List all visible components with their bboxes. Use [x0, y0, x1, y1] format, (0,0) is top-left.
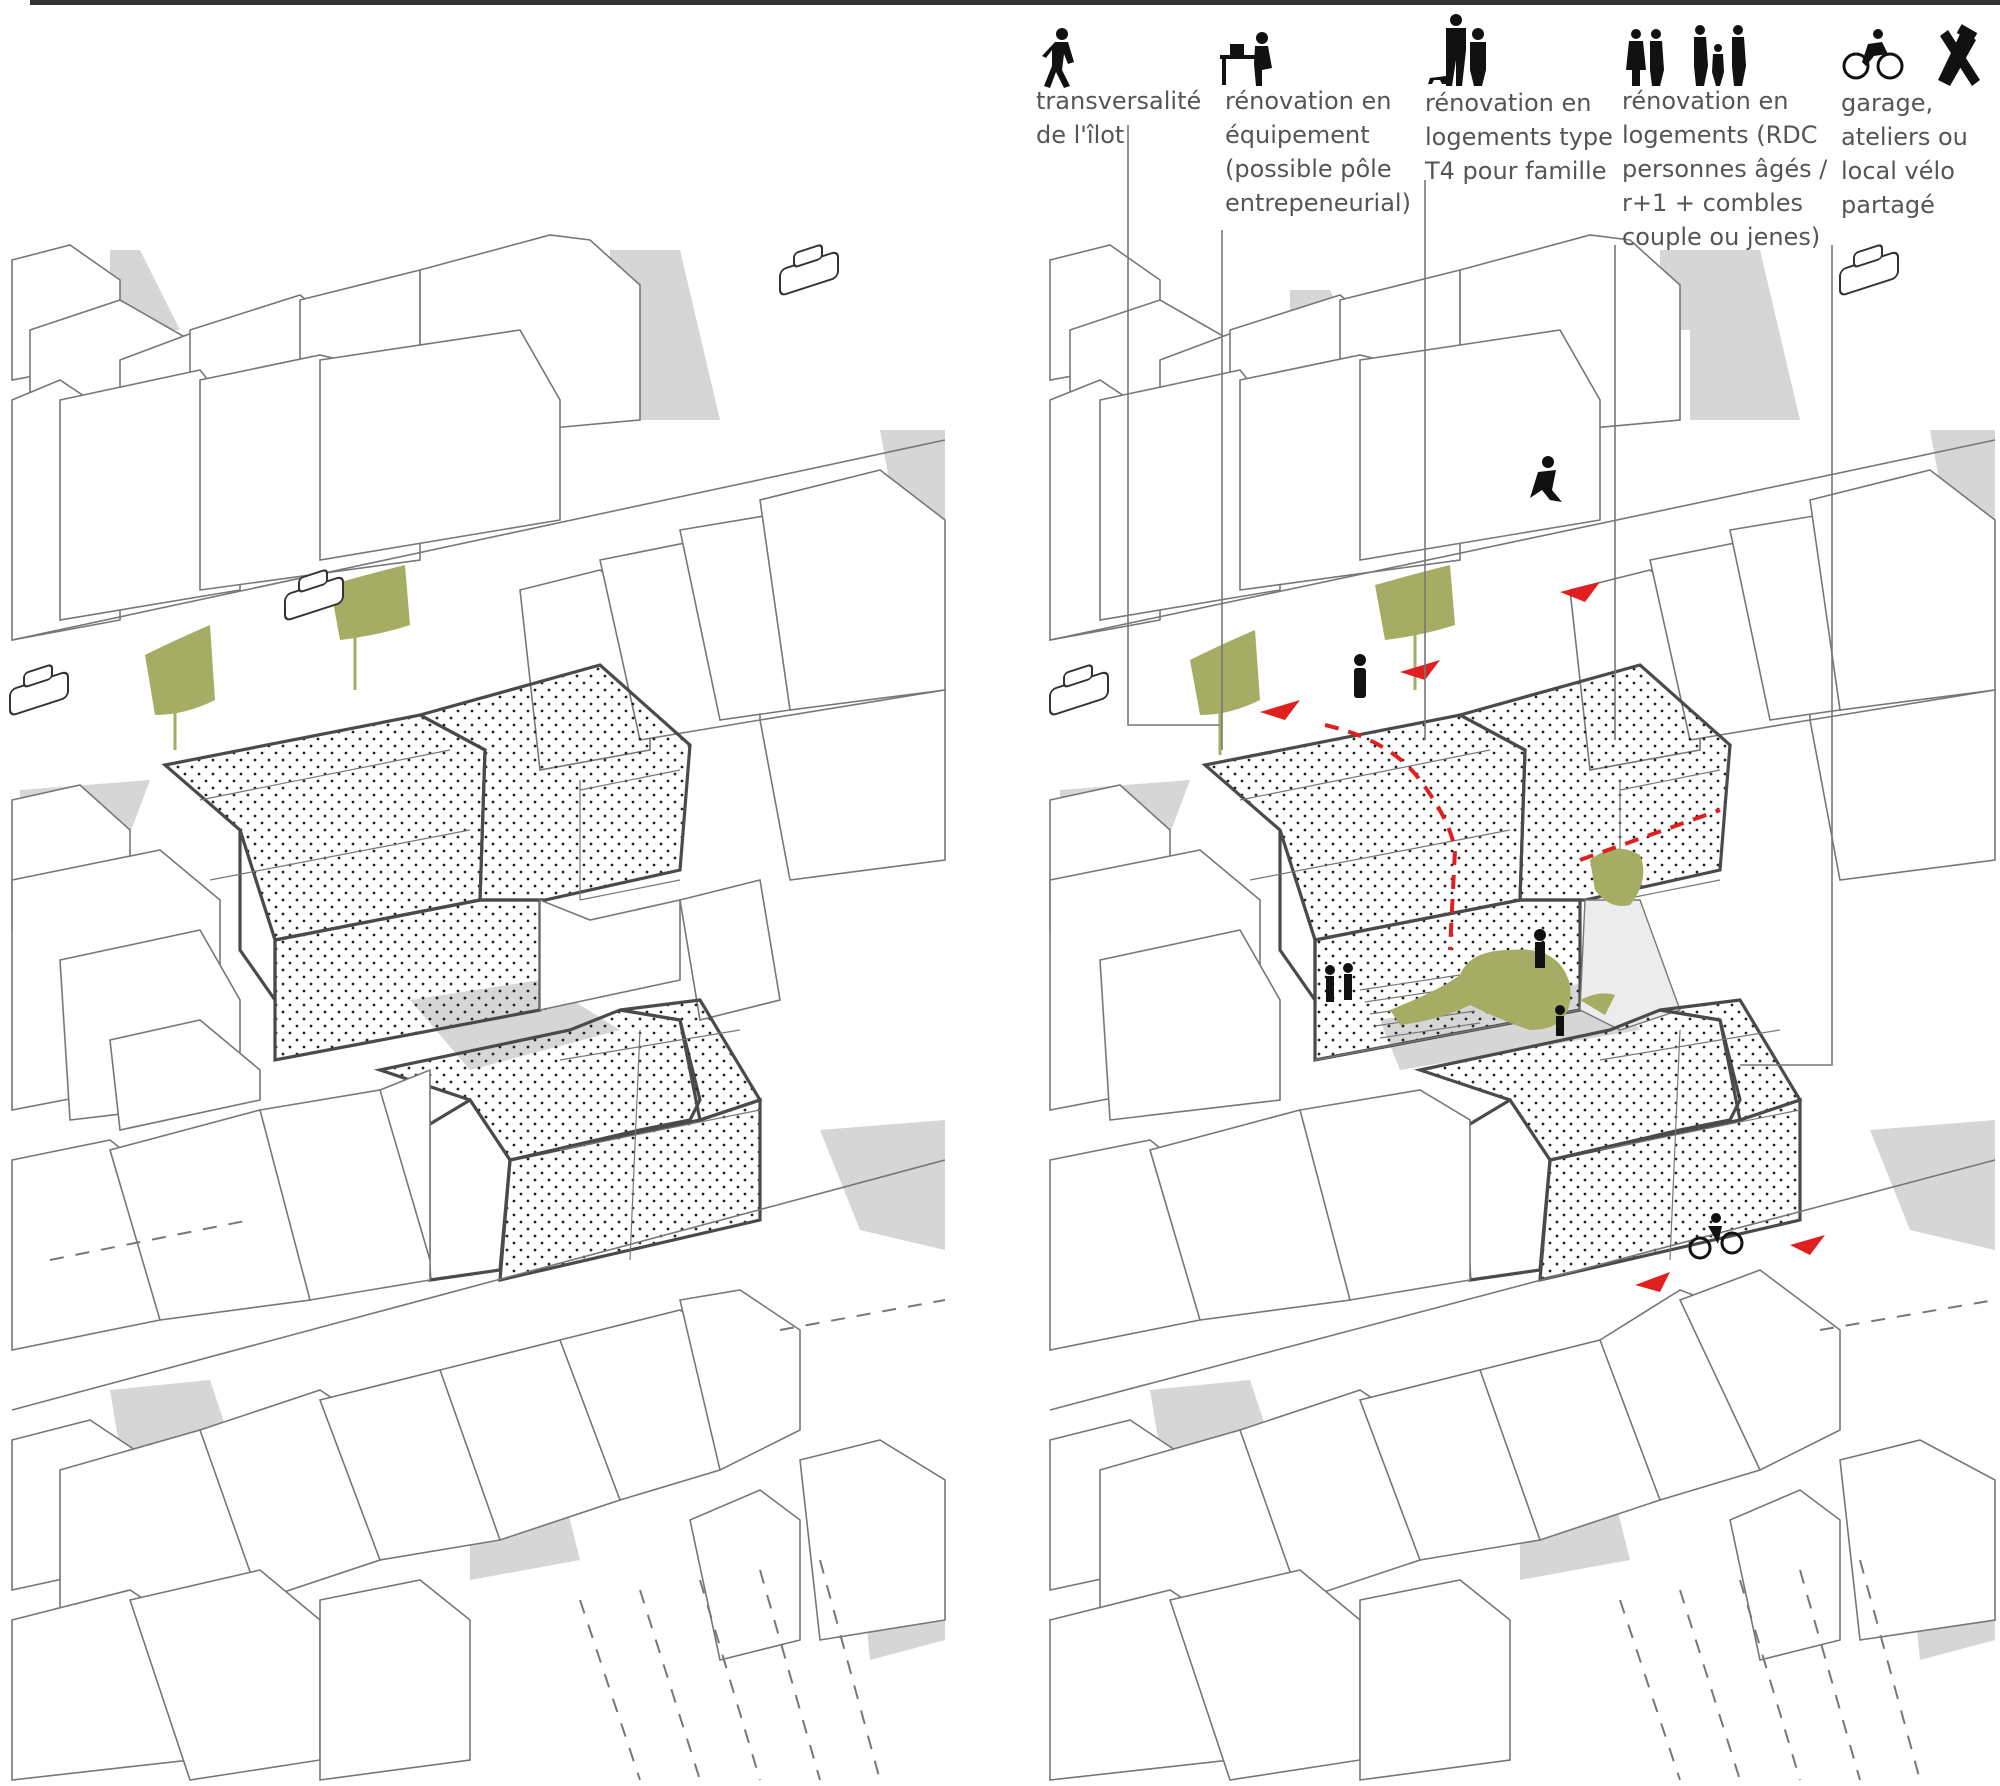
label-renovation-rdc: rénovation en logements (RDC personnes â… [1622, 87, 1828, 251]
entry-arrow [1635, 1272, 1670, 1292]
runner-icon [1530, 456, 1562, 502]
entry-arrow [1560, 582, 1600, 602]
people-group-icon [1325, 963, 1353, 1002]
panel-proposed [1042, 14, 1996, 1781]
leader-line [1127, 125, 1220, 726]
tree-icon [1190, 630, 1260, 715]
tree-icon [1375, 565, 1455, 640]
entry-arrow [1400, 660, 1440, 680]
label-transversalite: transversalité de l'îlot [1036, 87, 1202, 149]
car-icon [779, 243, 839, 297]
crossing-route [1324, 723, 1721, 951]
cyclist-icon [1688, 1213, 1744, 1260]
top-rule [30, 0, 2000, 5]
desk-worker-icon [1220, 32, 1272, 86]
elderly-person-icon [1354, 654, 1366, 698]
courtyard-garden [1390, 949, 1571, 1030]
car-icon [1839, 243, 1899, 297]
family-with-dog-icon [1534, 929, 1565, 1036]
courtyard-tree [1590, 848, 1644, 906]
label-renovation-equipement: rénovation en équipement (possible pôle … [1225, 87, 1411, 217]
pedestrian-icon [1042, 28, 1074, 88]
tree-icon [330, 565, 410, 690]
family-icon [1428, 14, 1486, 86]
leader-line [1740, 245, 1833, 1066]
tree-icon [145, 625, 215, 750]
car-icon [1049, 663, 1109, 717]
elderly-couple-icon [1626, 25, 1746, 86]
car-icon [9, 663, 69, 717]
entry-arrow [1260, 700, 1300, 720]
label-garage-ateliers: garage, ateliers ou local vélo partagé [1841, 89, 1968, 219]
hammer-wrench-icon [1938, 24, 1980, 86]
entry-arrow [1790, 1235, 1825, 1255]
label-renovation-t4: rénovation en logements type T4 pour fam… [1425, 89, 1613, 185]
panel-existing [9, 234, 946, 1781]
bicycle-icon [1842, 29, 1904, 80]
